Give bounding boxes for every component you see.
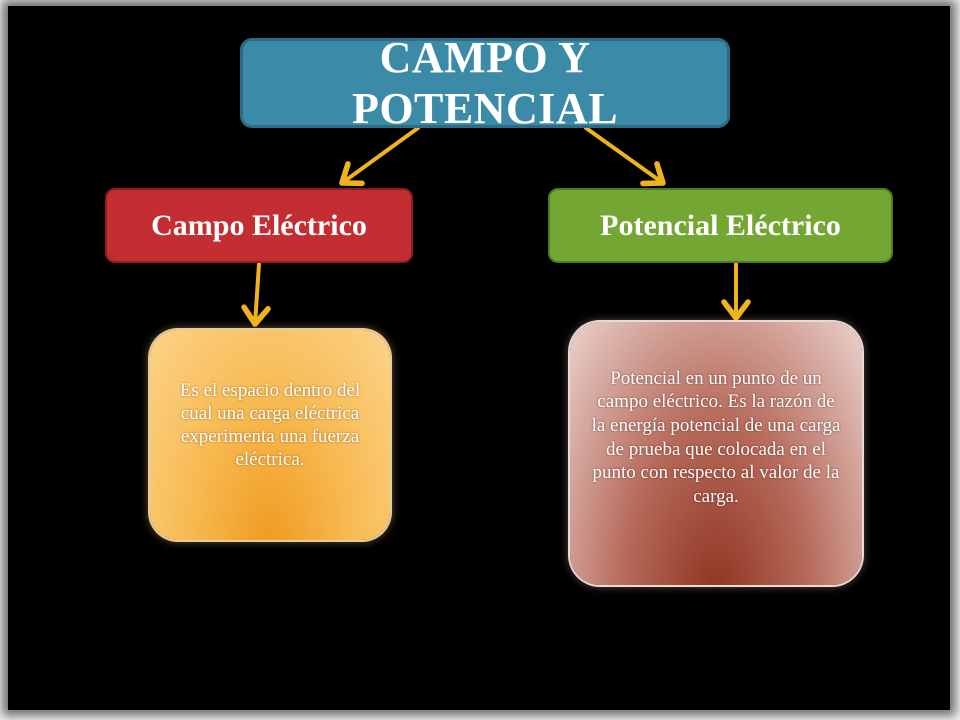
main-title: CAMPO Y POTENCIAL [351, 33, 619, 133]
campo-electrico-description: Es el espacio dentro del cual una carga … [179, 380, 361, 470]
campo-electrico-description-box: Es el espacio dentro del cual una carga … [150, 330, 390, 540]
potencial-electrico-description-box: Potencial en un punto de un campo eléctr… [570, 322, 862, 585]
potencial-electrico-heading: Potencial Eléctrico [600, 208, 841, 242]
potencial-electrico-description: Potencial en un punto de un campo eléctr… [591, 367, 841, 507]
potencial-electrico-box: Potencial Eléctrico [548, 188, 893, 263]
main-title-box: CAMPO Y POTENCIAL [240, 33, 730, 133]
campo-electrico-box: Campo Eléctrico [105, 188, 413, 263]
campo-electrico-heading: Campo Eléctrico [151, 208, 367, 242]
